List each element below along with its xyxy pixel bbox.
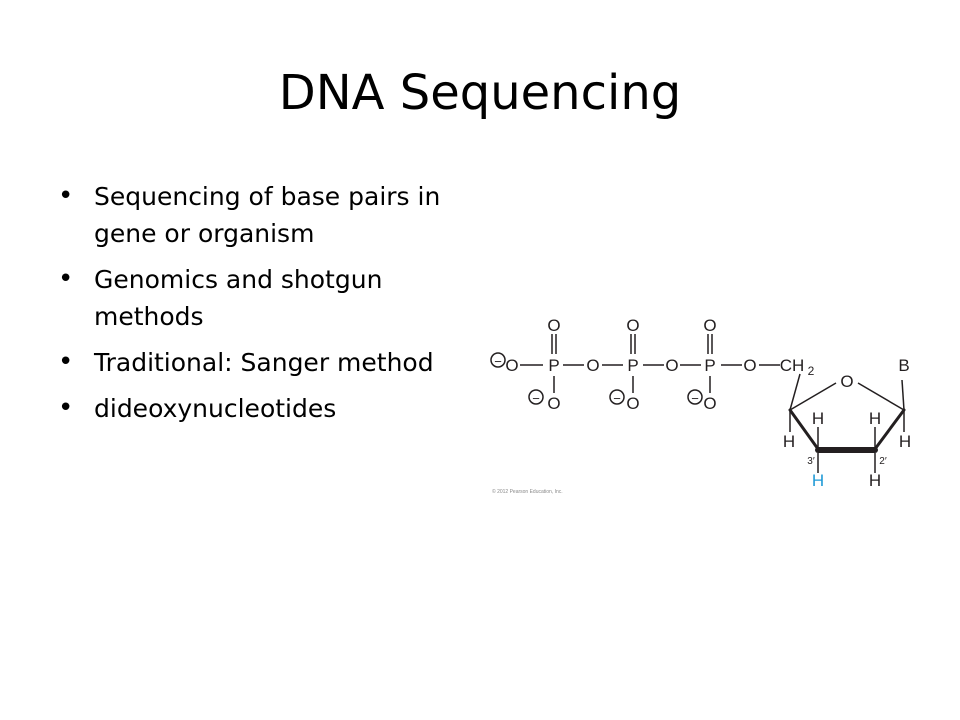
bullet-item: Traditional: Sanger method — [58, 344, 458, 381]
hydrogen-label: H — [869, 409, 881, 428]
bullet-list: Sequencing of base pairs in gene or orga… — [58, 178, 458, 436]
atom-label: O — [626, 316, 639, 335]
hydrogen-label: H — [783, 432, 795, 451]
base-label: B — [898, 356, 909, 375]
ch2-label: CH — [780, 356, 805, 375]
hydrogen-label-highlight: H — [812, 471, 824, 490]
dideoxynucleotide-diagram: − O O P − O O O P − O O O P − O O CH 2 O — [480, 305, 930, 505]
hydrogen-label: H — [899, 432, 911, 451]
atom-label: O — [626, 394, 639, 413]
atom-label: O — [505, 356, 518, 375]
atom-label: P — [704, 356, 715, 375]
bullet-item: Sequencing of base pairs in gene or orga… — [58, 178, 458, 252]
slide-title: DNA Sequencing — [278, 65, 682, 121]
hydrogen-label: H — [869, 471, 881, 490]
atom-label: O — [586, 356, 599, 375]
atom-label: P — [548, 356, 559, 375]
atom-label: O — [703, 394, 716, 413]
bullet-item: Genomics and shotgun methods — [58, 261, 458, 335]
bullet-item: dideoxynucleotides — [58, 390, 458, 427]
ring-oxygen-label: O — [840, 372, 853, 391]
hydrogen-label: H — [812, 409, 824, 428]
atom-labels: − O O P − O O O P − O O O P − O O CH 2 O — [494, 316, 911, 490]
minus-sign: − — [613, 391, 621, 406]
minus-sign: − — [532, 391, 540, 406]
ring-front-bonds — [788, 408, 906, 453]
atom-label: P — [627, 356, 638, 375]
bond-lines — [490, 334, 905, 473]
atom-label: O — [547, 394, 560, 413]
chemical-structure: − O O P − O O O P − O O O P − O O CH 2 O — [490, 316, 911, 495]
position-label-3prime: 3′ — [807, 456, 815, 467]
position-label-2prime: 2′ — [879, 456, 887, 467]
ch2-subscript: 2 — [808, 364, 815, 378]
minus-sign: − — [691, 391, 699, 406]
atom-label: O — [743, 356, 756, 375]
copyright-credit: © 2012 Pearson Education, Inc. — [492, 488, 563, 495]
atom-label: O — [703, 316, 716, 335]
atom-label: O — [665, 356, 678, 375]
minus-sign: − — [494, 354, 502, 369]
atom-label: O — [547, 316, 560, 335]
